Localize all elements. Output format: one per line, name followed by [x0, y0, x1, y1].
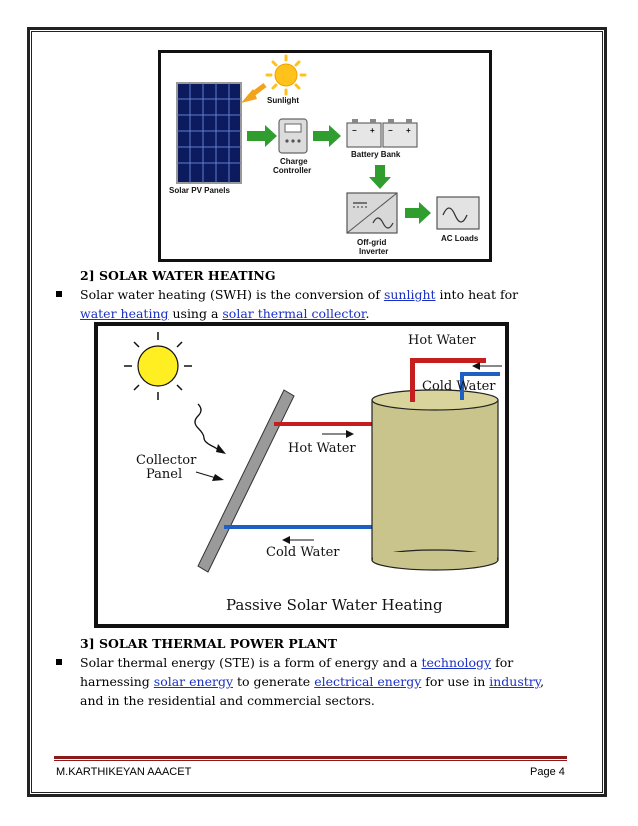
label-battery-bank: Battery Bank [351, 150, 401, 159]
link-sunlight[interactable]: sunlight [383, 287, 436, 302]
collector-panel [197, 389, 295, 573]
page-border-inner [31, 31, 603, 793]
label-hot-water-top: Hot Water [408, 333, 476, 348]
label-solar-pv-panels: Solar PV Panels [169, 186, 230, 195]
sun-icon [124, 332, 192, 400]
sun-icon [265, 54, 307, 96]
link-solar-energy[interactable]: solar energy [153, 674, 234, 689]
section-3-text: Solar thermal energy (STE) is a form of … [80, 653, 550, 710]
label-sunlight: Sunlight [267, 96, 299, 105]
label-hot-water-pipe: Hot Water [288, 441, 356, 456]
link-industry[interactable]: industry [489, 674, 541, 689]
text-span: using a [168, 306, 223, 321]
section-2-heading: 2] SOLAR WATER HEATING [80, 268, 276, 283]
label-cold-water-right: Cold Water [422, 379, 496, 394]
link-electrical-energy[interactable]: electrical energy [314, 674, 422, 689]
text-span: Solar water heating (SWH) is the convers… [80, 287, 384, 302]
section-2-paragraph: Solar water heating (SWH) is the convers… [56, 285, 556, 325]
figure-2-caption: Passive Solar Water Heating [226, 596, 443, 614]
ac-loads-icon [436, 196, 480, 230]
cold-water-pipe [224, 525, 376, 529]
text-span: . [365, 306, 370, 321]
bullet-square-icon [56, 659, 62, 665]
label-panel: Panel [146, 467, 182, 482]
cold-water-inlet [460, 372, 500, 400]
label-off-grid: Off-grid [357, 238, 386, 247]
text-span: for use in [421, 674, 490, 689]
text-span: for harnessing [80, 655, 514, 689]
battery-bank-icon: − + − + [346, 119, 418, 148]
label-ac-loads: AC Loads [441, 234, 479, 243]
text-span: to generate [233, 674, 315, 689]
svg-text:−: − [388, 126, 393, 135]
hot-water-outlet [410, 358, 486, 402]
footer-divider-thin [54, 760, 567, 761]
section-2-text: Solar water heating (SWH) is the convers… [80, 285, 550, 323]
arrow-panel-to-controller [247, 125, 277, 147]
text-span: , and in the residential and commercial … [80, 674, 545, 708]
footer-divider-thick [54, 756, 567, 759]
svg-text:−: − [352, 126, 357, 135]
arrow-controller-to-battery [313, 125, 341, 147]
hot-water-pipe [274, 422, 374, 426]
sunlight-arrow [241, 83, 267, 103]
page-border-outer [27, 27, 607, 797]
charge-controller-icon [278, 118, 308, 154]
footer-author: M.KARTHIKEYAN AAACET [56, 766, 192, 778]
bullet-square-icon [56, 291, 62, 297]
footer-page-number: Page 4 [530, 766, 565, 778]
link-technology[interactable]: technology [421, 655, 492, 670]
solar-panel-icon [176, 82, 242, 184]
off-grid-inverter-icon [346, 192, 398, 234]
svg-text:+: + [406, 126, 411, 135]
arrow-battery-to-inverter [369, 165, 391, 189]
label-controller: Controller [273, 166, 311, 175]
arrow-inverter-to-ac-loads [405, 202, 431, 224]
section-3-paragraph: Solar thermal energy (STE) is a form of … [56, 653, 556, 713]
sunlight-ray [194, 403, 221, 453]
link-solar-thermal-collector[interactable]: solar thermal collector [222, 306, 366, 321]
label-collector: Collector [136, 453, 197, 468]
label-charge: Charge [280, 157, 308, 166]
section-3-heading: 3] SOLAR THERMAL POWER PLANT [80, 636, 338, 651]
svg-text:+: + [370, 126, 375, 135]
text-span: Solar thermal energy (STE) is a form of … [80, 655, 422, 670]
text-span: into heat for [435, 287, 519, 302]
passive-solar-water-heating-diagram: Collector Panel Hot Water Cold Water Hot… [94, 322, 509, 628]
link-water-heating[interactable]: water heating [80, 306, 169, 321]
solar-pv-system-diagram: Solar PV Panels Sunlight Charge Contro [158, 50, 492, 262]
label-inverter: Inverter [359, 247, 388, 256]
label-cold-water-pipe: Cold Water [266, 545, 340, 560]
water-tank [371, 389, 499, 571]
